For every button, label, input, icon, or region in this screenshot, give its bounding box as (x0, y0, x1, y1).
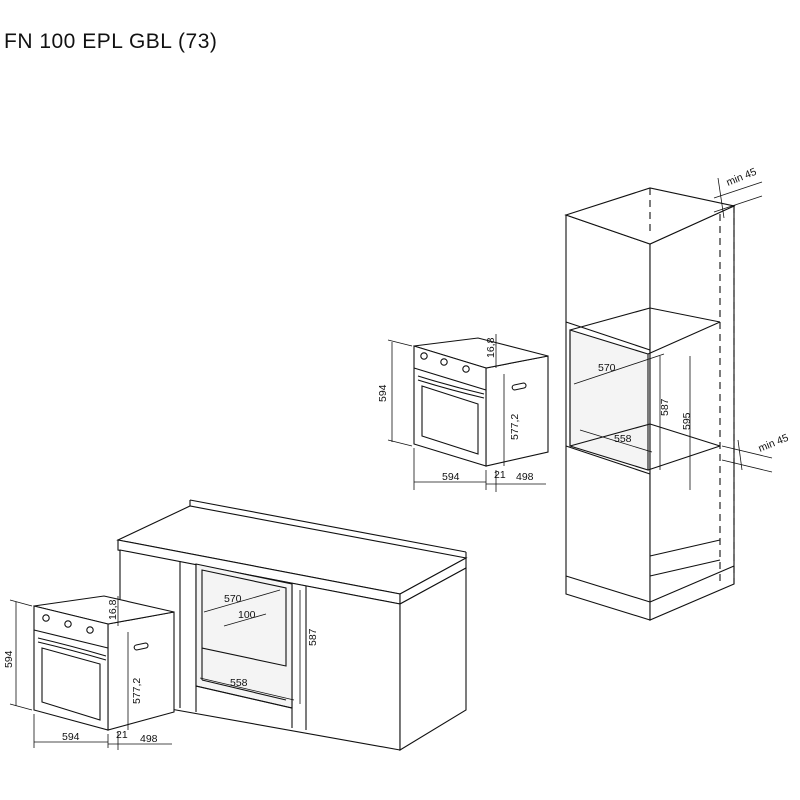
knob-icon (462, 365, 470, 373)
oven-large-side (107, 611, 175, 731)
label-small-body: 577,2 (509, 414, 521, 440)
label-base-gap: 100 (238, 609, 256, 621)
label-niche-height-outer: 595 (681, 412, 693, 430)
label-niche-height: 587 (659, 398, 671, 416)
label-large-depth: 498 (140, 733, 158, 745)
oven-small (413, 337, 549, 467)
column-cabinet (564, 187, 736, 621)
oven-large (33, 595, 175, 731)
label-large-height: 594 (3, 650, 15, 668)
oven-small-window (421, 385, 479, 455)
base-side (399, 567, 467, 751)
label-large-door: 21 (116, 729, 128, 741)
label-base-depth: 558 (230, 677, 248, 689)
knob-icon (440, 358, 448, 366)
page-title: FN 100 EPL GBL (73) (4, 30, 218, 53)
label-base-height: 587 (307, 628, 319, 646)
base-dimensions: 570 100 587 558 (199, 589, 319, 704)
label-small-panel: 16,8 (485, 337, 497, 358)
label-min45-mid: min 45 (757, 432, 791, 455)
knob-icon (64, 620, 72, 628)
oven-large-front (33, 605, 109, 731)
knob-icon (86, 626, 94, 634)
label-small-height: 594 (377, 384, 389, 402)
label-small-depth: 498 (516, 471, 534, 483)
oven-large-window (41, 647, 101, 721)
oven-small-side (485, 355, 549, 467)
label-small-door: 21 (494, 469, 506, 481)
label-large-width: 594 (62, 731, 80, 743)
label-niche-depth: 558 (614, 433, 632, 445)
label-min45-top: min 45 (725, 166, 759, 189)
oven-small-dimensions: 594 16,8 577,2 594 21 498 (377, 334, 546, 492)
label-large-panel: 16,8 (107, 599, 119, 620)
knob-icon (420, 352, 428, 360)
label-niche-width: 570 (598, 362, 616, 374)
label-small-width: 594 (442, 471, 460, 483)
knob-icon (42, 614, 50, 622)
oven-small-front (413, 345, 487, 467)
label-large-body: 577,2 (131, 678, 143, 704)
oven-large-dimensions: 594 16,8 577,2 594 21 498 (3, 596, 172, 750)
column-niche (569, 329, 649, 471)
base-cabinet (116, 499, 468, 751)
label-base-width: 570 (224, 593, 242, 605)
